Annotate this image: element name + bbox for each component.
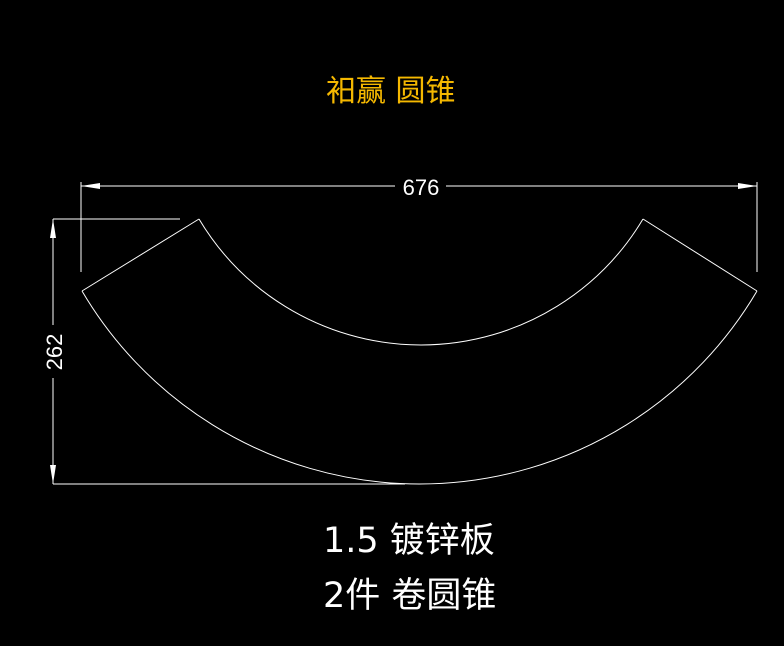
inner-arc [198, 218, 644, 346]
arrow-right-icon [738, 183, 757, 189]
material-note: 1.5 镀锌板 [323, 521, 495, 561]
height-dimension-text: 262 [42, 334, 67, 371]
quantity-note: 2件 卷圆锥 [323, 576, 497, 616]
arrow-left-icon [81, 183, 100, 189]
right-radial-edge [642, 218, 758, 292]
arrow-up-icon [50, 219, 56, 238]
drawing-title: 衵赢 圆锥 [326, 74, 456, 109]
width-dimension-text: 676 [403, 175, 440, 200]
arrow-down-icon [50, 465, 56, 484]
left-radial-edge [81, 218, 200, 292]
outer-arc [81, 290, 758, 485]
